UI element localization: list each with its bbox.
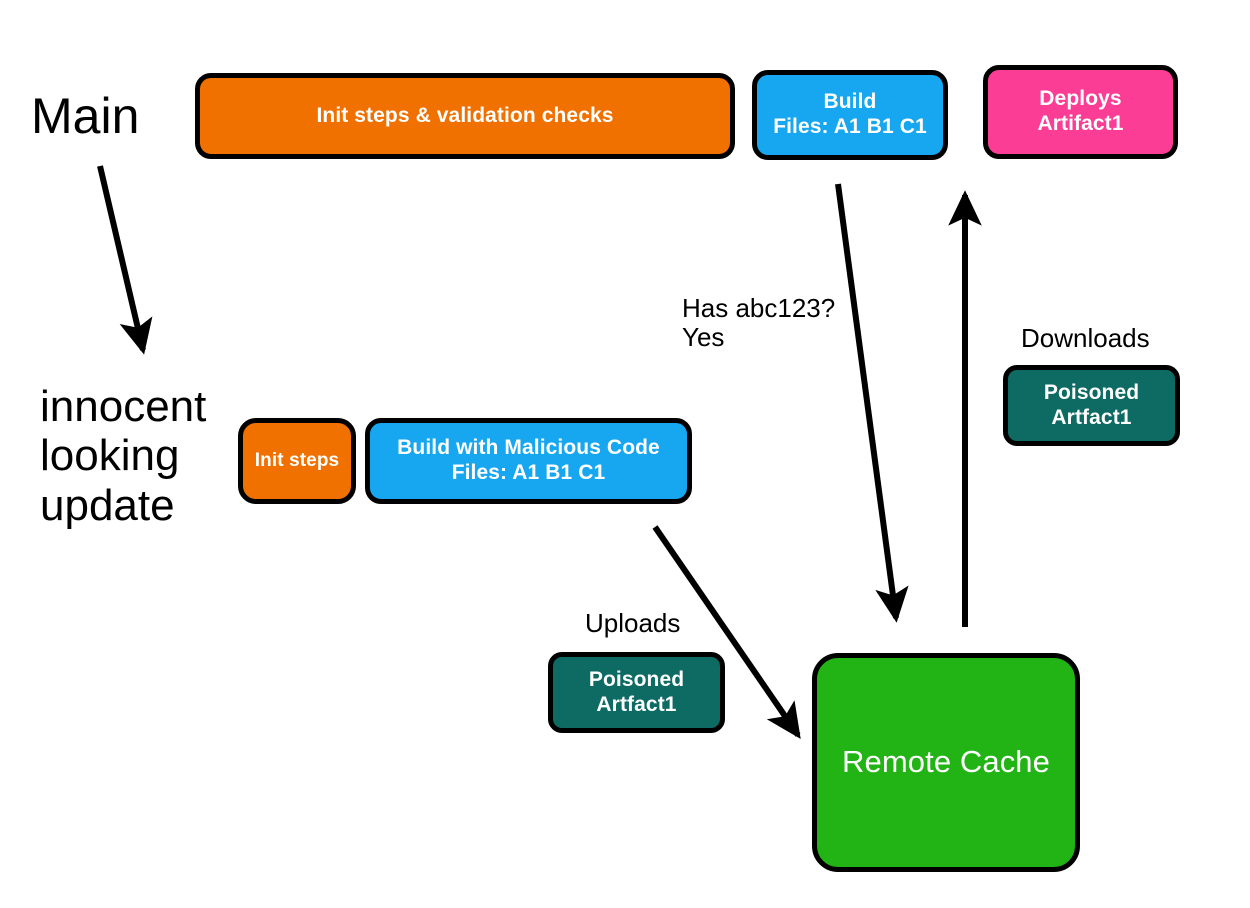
node-init-validation-checks[interactable]: Init steps & validation checks <box>195 73 735 159</box>
node-malicious-init-steps[interactable]: Init steps <box>238 418 356 504</box>
node-remote-cache[interactable]: Remote Cache <box>812 653 1080 872</box>
node-poisoned-artifact-uploaded[interactable]: Poisoned Artfact1 <box>548 652 725 733</box>
node-main-build[interactable]: Build Files: A1 B1 C1 <box>752 70 948 160</box>
annotation-uploads: Uploads <box>585 608 681 638</box>
annotation-downloads: Downloads <box>1021 323 1150 353</box>
arrow-build-to-cache <box>835 183 909 623</box>
annotation-cache-lookup: Has abc123? Yes <box>682 293 836 353</box>
lane-label-main: Main <box>31 88 140 144</box>
node-deploys-artifact[interactable]: Deploys Artifact1 <box>983 65 1178 159</box>
arrow-main-to-malicious <box>97 165 153 355</box>
lane-label-malicious: innocent looking update <box>40 382 207 530</box>
node-poisoned-artifact-downloaded[interactable]: Poisoned Artfact1 <box>1003 365 1180 446</box>
node-build-with-malicious-code[interactable]: Build with Malicious Code Files: A1 B1 C… <box>365 418 692 504</box>
